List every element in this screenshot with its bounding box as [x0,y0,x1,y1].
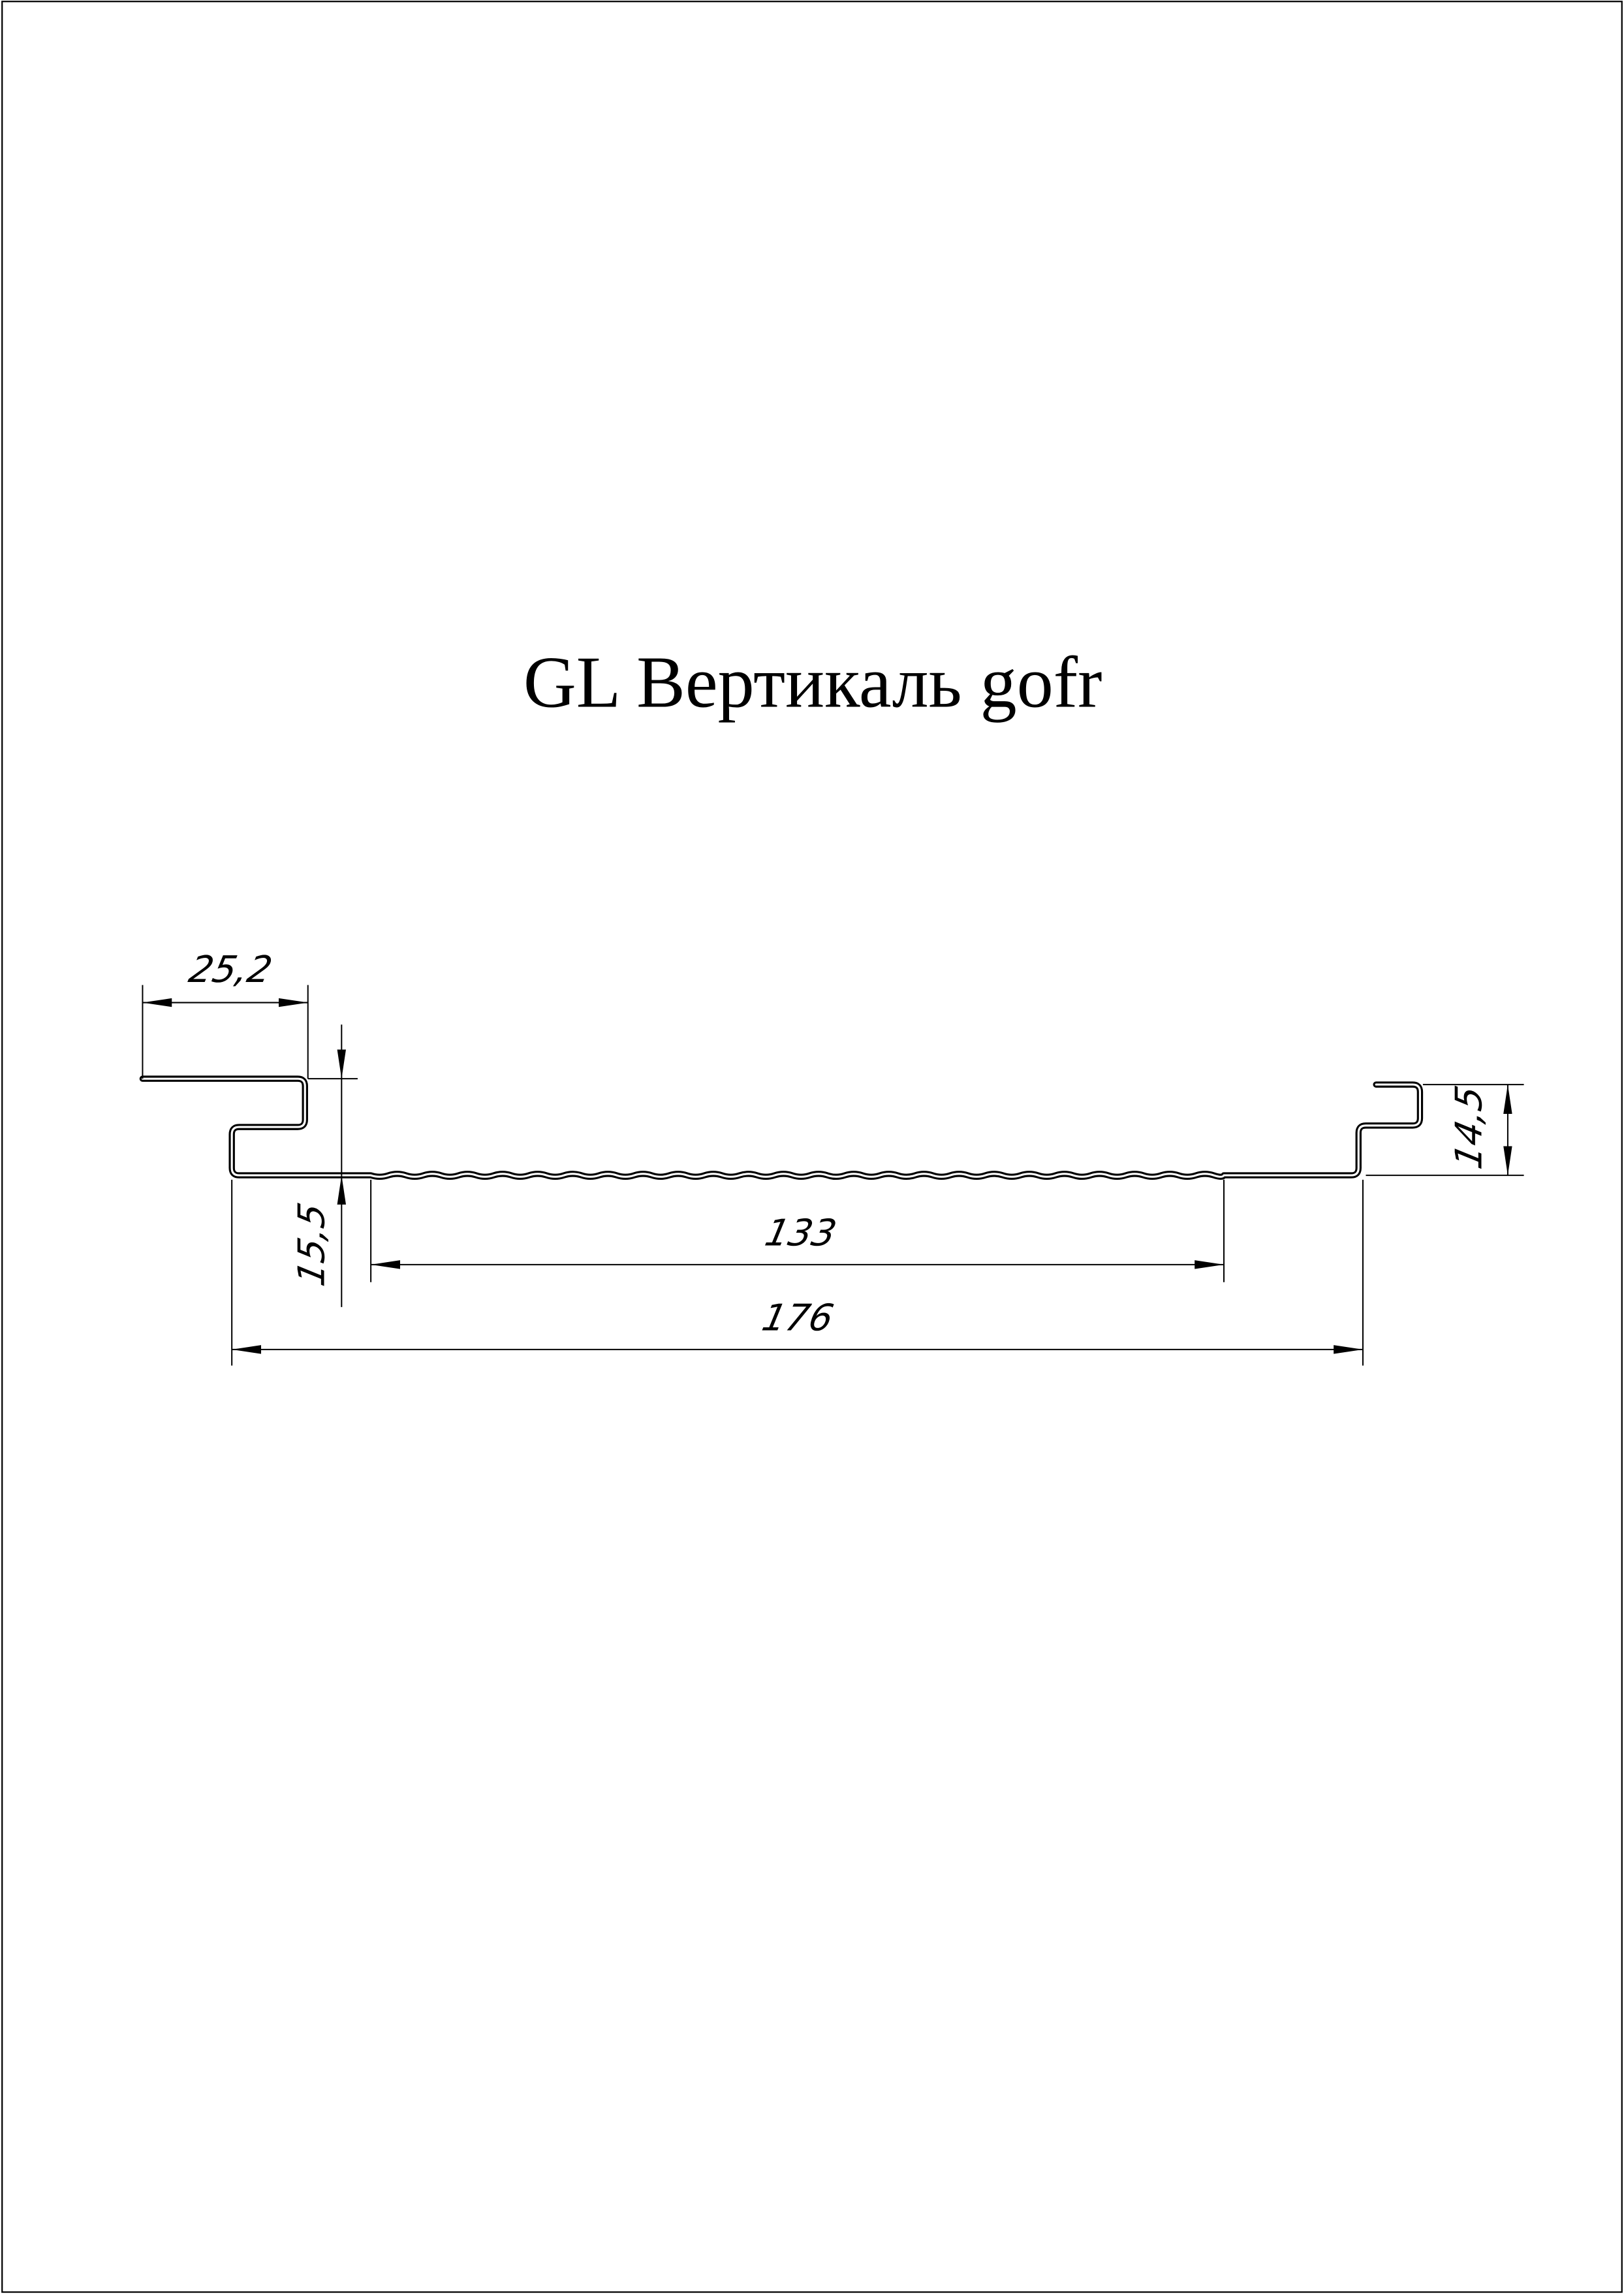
dimension-flange-width: 25,2 [142,949,309,1079]
dimension-overall-width: 176 [231,1179,1364,1366]
profile-outline [139,1075,1424,1180]
dimension-left-height: 15,5 [290,1024,358,1307]
dimension-label-inner-width: 133 [761,1212,840,1254]
dimension-right-height: 14,5 [1366,1082,1524,1177]
dimension-inner-width: 133 [370,1179,1225,1282]
dimension-label-flange-width: 25,2 [185,949,276,991]
dimension-label-left-height: 15,5 [290,1199,333,1290]
dimension-label-overall-width: 176 [758,1297,837,1339]
dimension-label-right-height: 14,5 [1448,1082,1490,1173]
drawing-title: GL Вертикаль gofr [523,642,1102,723]
